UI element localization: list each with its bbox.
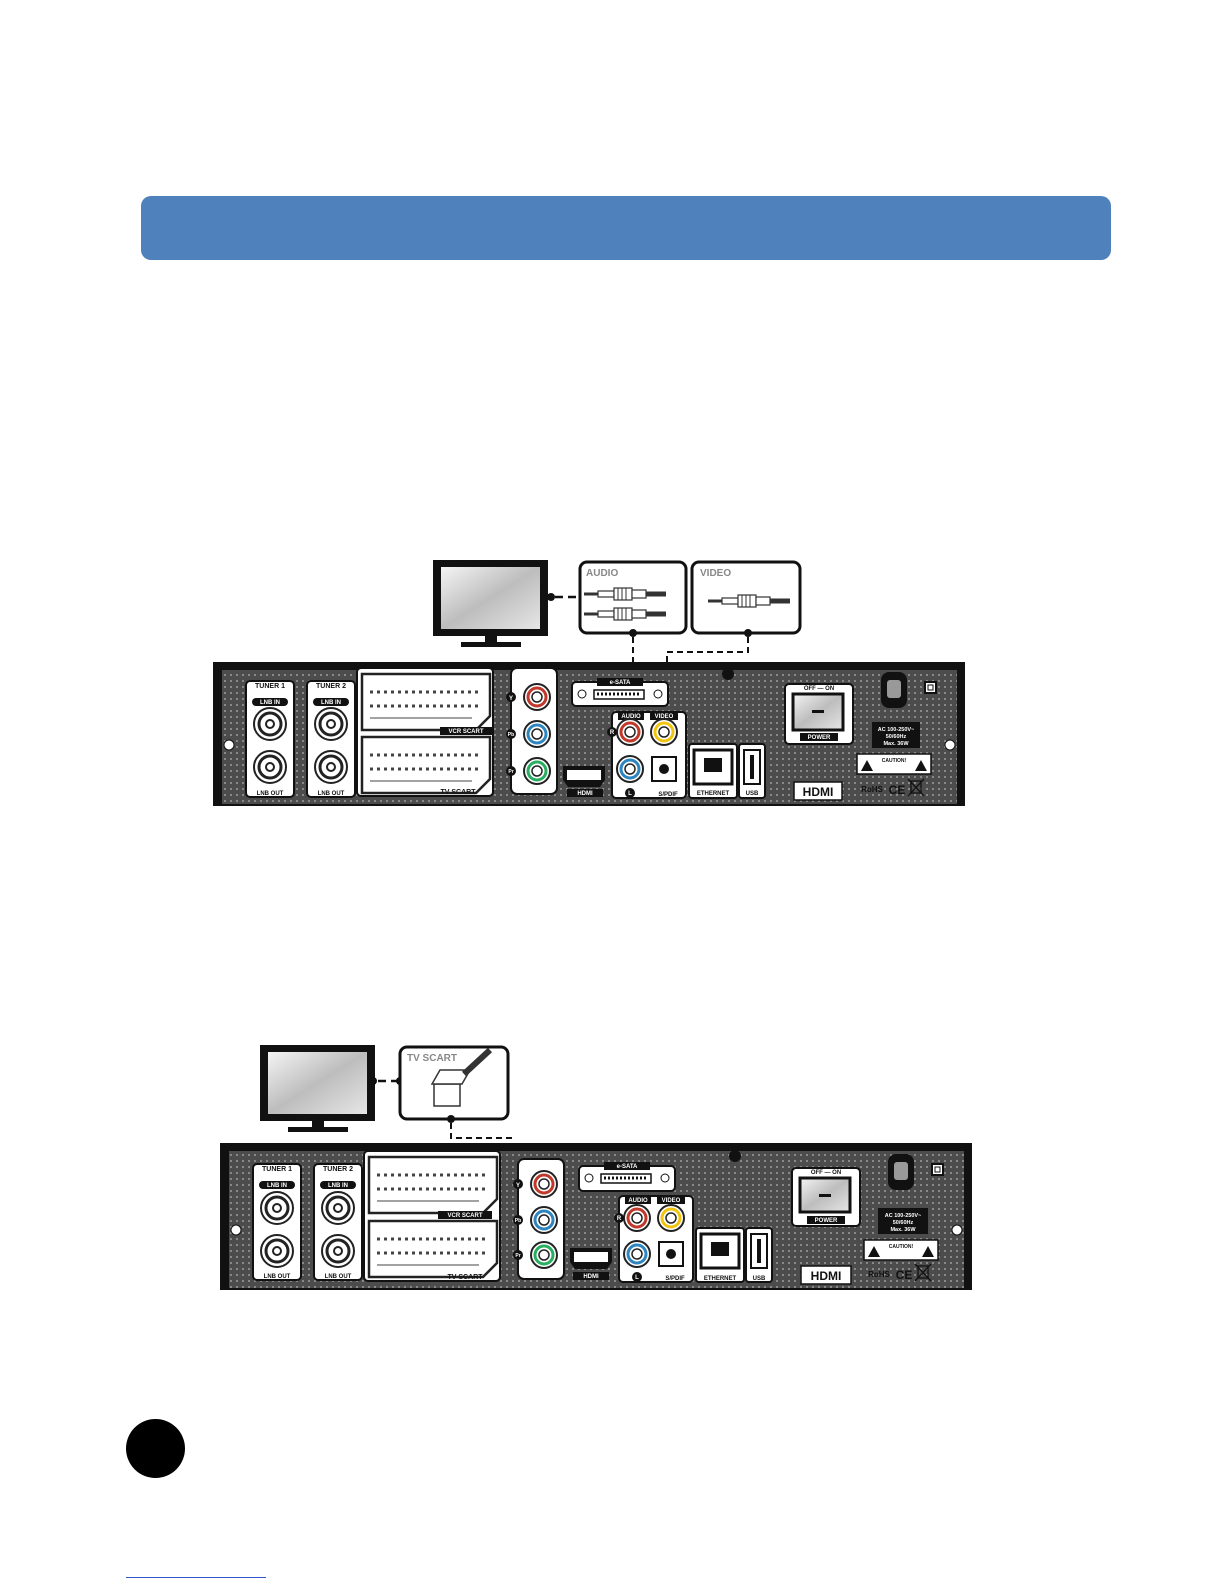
svg-text:S/PDIF: S/PDIF bbox=[658, 792, 678, 798]
rohs-logo: RoHS bbox=[868, 1270, 890, 1279]
svg-text:Pb: Pb bbox=[508, 732, 514, 738]
svg-text:CAUTION!: CAUTION! bbox=[882, 758, 907, 764]
svg-text:LNB IN: LNB IN bbox=[328, 1183, 348, 1189]
audio-callout-label: AUDIO bbox=[586, 568, 618, 579]
svg-text:VIDEO: VIDEO bbox=[655, 714, 674, 720]
svg-text:LNB IN: LNB IN bbox=[321, 700, 341, 706]
svg-text:R: R bbox=[617, 1216, 622, 1222]
tv-icon bbox=[433, 560, 548, 647]
rohs-logo: RoHS bbox=[861, 785, 883, 794]
lnb-out-connector bbox=[252, 749, 288, 785]
svg-text:TUNER 2: TUNER 2 bbox=[323, 1166, 353, 1173]
svg-text:AUDIO: AUDIO bbox=[628, 1198, 648, 1204]
svg-text:TUNER 2: TUNER 2 bbox=[316, 683, 346, 690]
svg-text:CAUTION!: CAUTION! bbox=[889, 1244, 914, 1250]
video-cable-callout: VIDEO bbox=[690, 560, 802, 637]
svg-text:TV SCART: TV SCART bbox=[448, 1274, 484, 1281]
hdmi-logo: HDMI bbox=[811, 1269, 842, 1283]
tv-scart-cable-callout: TV SCART bbox=[398, 1045, 510, 1123]
audio-cable-callout: AUDIO bbox=[578, 560, 688, 637]
svg-text:50/60Hz: 50/60Hz bbox=[886, 734, 907, 740]
svg-text:LNB IN: LNB IN bbox=[260, 700, 280, 706]
svg-text:AC 100-250V~: AC 100-250V~ bbox=[885, 1213, 922, 1219]
svg-text:LNB OUT: LNB OUT bbox=[325, 1274, 352, 1280]
footer-rule bbox=[126, 1577, 266, 1578]
svg-text:VCR SCART: VCR SCART bbox=[448, 729, 483, 735]
weee-bin-icon bbox=[914, 1263, 932, 1282]
vcr-scart-connector bbox=[360, 672, 492, 732]
svg-text:TV SCART: TV SCART bbox=[441, 789, 477, 796]
svg-text:e-SATA: e-SATA bbox=[617, 1164, 638, 1170]
svg-text:Pr: Pr bbox=[508, 769, 513, 775]
svg-text:POWER: POWER bbox=[808, 735, 831, 741]
svg-text:LNB OUT: LNB OUT bbox=[264, 1274, 291, 1280]
lnb-in-connector bbox=[259, 1190, 295, 1226]
tv-scart-connector bbox=[360, 735, 492, 795]
svg-text:VCR SCART: VCR SCART bbox=[447, 1213, 482, 1219]
svg-text:Pb: Pb bbox=[515, 1218, 521, 1224]
svg-text:Pr: Pr bbox=[515, 1253, 520, 1259]
lnb-in-connector bbox=[313, 706, 349, 742]
svg-text:AUDIO: AUDIO bbox=[621, 714, 641, 720]
page-number-badge bbox=[126, 1419, 185, 1478]
svg-text:HDMI: HDMI bbox=[577, 791, 593, 797]
lnb-in-connector bbox=[252, 706, 288, 742]
svg-text:50/60Hz: 50/60Hz bbox=[893, 1220, 914, 1226]
svg-text:HDMI: HDMI bbox=[583, 1274, 599, 1280]
svg-text:TUNER 1: TUNER 1 bbox=[255, 683, 285, 690]
receiver-rear-panel: TUNER 1 LNB IN LNB OUT TUNER 2 LNB IN LN… bbox=[213, 662, 965, 806]
receiver-rear-panel: TUNER 1 LNB IN LNB OUT TUNER 2 LNB IN LN… bbox=[220, 1143, 972, 1290]
svg-text:ETHERNET: ETHERNET bbox=[704, 1276, 737, 1282]
diagram-rca-connection: AUDIO VIDEO TUNER 1 LNB IN bbox=[213, 560, 965, 806]
svg-text:e-SATA: e-SATA bbox=[610, 680, 631, 686]
svg-text:USB: USB bbox=[746, 791, 759, 797]
lnb-out-connector bbox=[259, 1233, 295, 1269]
svg-text:Max. 36W: Max. 36W bbox=[883, 741, 909, 747]
lnb-out-connector bbox=[320, 1233, 356, 1269]
svg-text:LNB OUT: LNB OUT bbox=[257, 791, 284, 797]
svg-text:R: R bbox=[610, 730, 615, 736]
svg-text:L: L bbox=[628, 791, 632, 797]
svg-text:OFF — ON: OFF — ON bbox=[811, 1170, 841, 1176]
video-callout-label: VIDEO bbox=[700, 568, 731, 579]
diagram-scart-connection: TV SCART TUNER 1 LNB IN LNB OUT bbox=[220, 1045, 972, 1290]
tv-scart-callout-label: TV SCART bbox=[407, 1053, 457, 1064]
lnb-in-connector bbox=[320, 1190, 356, 1226]
svg-text:OFF — ON: OFF — ON bbox=[804, 686, 834, 692]
weee-bin-icon bbox=[907, 778, 925, 797]
svg-text:TUNER 1: TUNER 1 bbox=[262, 1166, 292, 1173]
svg-text:ETHERNET: ETHERNET bbox=[697, 791, 730, 797]
svg-text:AC 100-250V~: AC 100-250V~ bbox=[878, 727, 915, 733]
svg-text:USB: USB bbox=[753, 1276, 766, 1282]
section-header-banner bbox=[141, 196, 1111, 260]
lnb-out-connector bbox=[313, 749, 349, 785]
ce-logo: CE bbox=[889, 783, 906, 797]
svg-text:Max. 36W: Max. 36W bbox=[890, 1227, 916, 1233]
svg-text:S/PDIF: S/PDIF bbox=[665, 1276, 685, 1282]
vcr-scart-connector bbox=[367, 1155, 499, 1215]
svg-text:POWER: POWER bbox=[815, 1218, 838, 1224]
ce-logo: CE bbox=[896, 1268, 913, 1282]
tv-icon bbox=[260, 1045, 375, 1132]
svg-text:VIDEO: VIDEO bbox=[662, 1198, 681, 1204]
svg-text:Y: Y bbox=[509, 696, 513, 702]
hdmi-logo: HDMI bbox=[803, 785, 834, 799]
svg-text:L: L bbox=[635, 1275, 639, 1281]
svg-text:Y: Y bbox=[516, 1183, 520, 1189]
svg-text:LNB IN: LNB IN bbox=[267, 1183, 287, 1189]
tv-scart-connector bbox=[367, 1219, 499, 1279]
scart-plug-icon bbox=[430, 1047, 493, 1107]
svg-text:LNB OUT: LNB OUT bbox=[318, 791, 345, 797]
